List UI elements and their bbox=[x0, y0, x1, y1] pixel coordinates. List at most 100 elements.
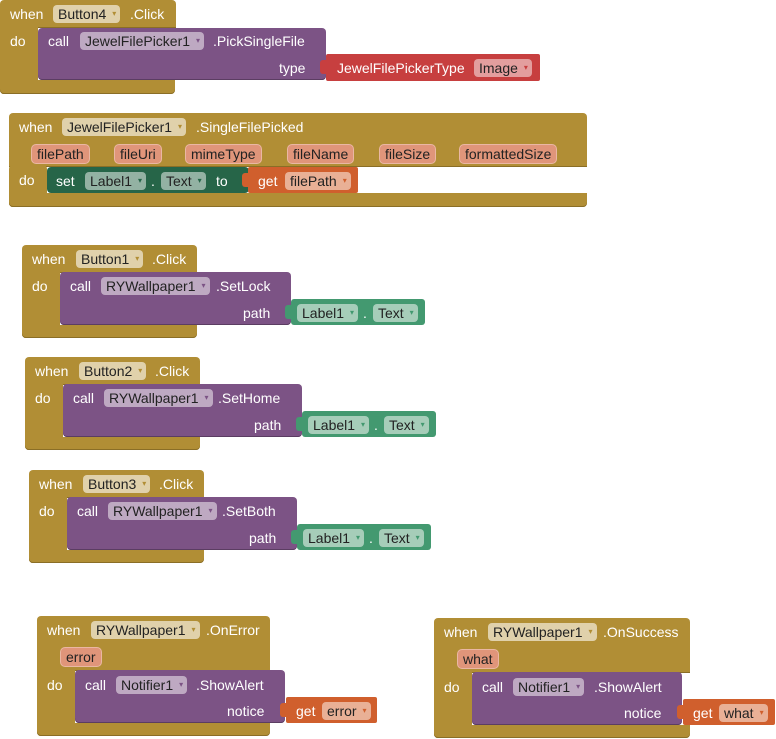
when-label: when bbox=[19, 119, 53, 135]
when-label: when bbox=[444, 624, 478, 640]
param-formatted-size[interactable]: formattedSize bbox=[459, 144, 558, 164]
event-name: .SingleFilePicked bbox=[196, 119, 304, 135]
connector-tab bbox=[280, 703, 286, 717]
chevron-down-icon: ▾ bbox=[191, 625, 196, 634]
event-footer bbox=[0, 80, 175, 94]
chevron-down-icon: ▾ bbox=[356, 533, 361, 542]
dot-separator: . bbox=[151, 173, 155, 189]
dot-separator: . bbox=[374, 417, 378, 433]
getter-property-dropdown[interactable]: Text▾ bbox=[384, 416, 429, 434]
do-label: do bbox=[10, 33, 26, 49]
chevron-down-icon: ▾ bbox=[759, 708, 764, 717]
call-label: call bbox=[77, 503, 99, 519]
chevron-down-icon: ▾ bbox=[142, 479, 147, 488]
param-error[interactable]: error bbox=[60, 647, 102, 667]
param-mime-type[interactable]: mimeType bbox=[185, 144, 262, 164]
helper-label: JewelFilePickerType bbox=[337, 60, 465, 76]
target-dropdown[interactable]: JewelFilePicker1▾ bbox=[80, 32, 205, 50]
call-label: call bbox=[85, 677, 107, 693]
chevron-down-icon: ▾ bbox=[179, 680, 184, 689]
method-name: .ShowAlert bbox=[594, 679, 662, 695]
chevron-down-icon: ▾ bbox=[178, 122, 183, 131]
connector-tab bbox=[285, 305, 291, 319]
arg-label: notice bbox=[227, 703, 265, 719]
event-name: .Click bbox=[130, 6, 165, 22]
call-label: call bbox=[48, 33, 70, 49]
arg-label: type bbox=[279, 60, 306, 76]
chevron-down-icon: ▾ bbox=[208, 506, 213, 515]
arg-label: notice bbox=[624, 705, 662, 721]
component-dropdown[interactable]: Button2▾ bbox=[79, 362, 147, 380]
getter-component-dropdown[interactable]: Label1▾ bbox=[303, 529, 365, 547]
chevron-down-icon: ▾ bbox=[138, 176, 143, 185]
connector-tab bbox=[291, 530, 297, 544]
component-dropdown[interactable]: Button4▾ bbox=[53, 5, 121, 23]
getter-component-dropdown[interactable]: Label1▾ bbox=[297, 304, 359, 322]
arg-label: path bbox=[243, 305, 271, 321]
setter-component-dropdown[interactable]: Label1▾ bbox=[85, 172, 147, 190]
event-name: .Click bbox=[155, 363, 190, 379]
chevron-down-icon: ▾ bbox=[588, 627, 593, 636]
chevron-down-icon: ▾ bbox=[576, 682, 581, 691]
event-footer bbox=[434, 725, 690, 738]
target-dropdown[interactable]: Notifier1▾ bbox=[116, 676, 188, 694]
component-dropdown[interactable]: RYWallpaper1▾ bbox=[91, 621, 200, 639]
arg-label: path bbox=[249, 530, 277, 546]
variable-dropdown[interactable]: what▾ bbox=[719, 704, 768, 722]
arg-label: path bbox=[254, 417, 282, 433]
chevron-down-icon: ▾ bbox=[112, 9, 117, 18]
component-dropdown[interactable]: RYWallpaper1▾ bbox=[488, 623, 597, 641]
target-dropdown[interactable]: RYWallpaper1▾ bbox=[104, 389, 213, 407]
setter-property-dropdown[interactable]: Text▾ bbox=[161, 172, 206, 190]
param-file-size[interactable]: fileSize bbox=[379, 144, 437, 164]
when-label: when bbox=[10, 6, 44, 22]
do-label: do bbox=[47, 677, 63, 693]
chevron-down-icon: ▾ bbox=[361, 420, 366, 429]
setter-block-label-text[interactable] bbox=[47, 167, 249, 193]
param-file-path[interactable]: filePath bbox=[31, 144, 90, 164]
call-label: call bbox=[73, 390, 95, 406]
param-what[interactable]: what bbox=[457, 649, 499, 669]
event-footer bbox=[9, 193, 587, 207]
chevron-down-icon: ▾ bbox=[201, 281, 206, 290]
connector-tab bbox=[320, 60, 326, 74]
event-name: .Click bbox=[152, 251, 187, 267]
connector-tab bbox=[677, 705, 683, 719]
event-footer bbox=[22, 325, 197, 338]
chevron-down-icon: ▾ bbox=[197, 176, 202, 185]
component-dropdown[interactable]: Button1▾ bbox=[76, 250, 144, 268]
getter-property-dropdown[interactable]: Text▾ bbox=[373, 304, 418, 322]
chevron-down-icon: ▾ bbox=[138, 366, 143, 375]
get-label: get bbox=[693, 705, 713, 721]
variable-dropdown[interactable]: error▾ bbox=[322, 702, 371, 720]
param-file-uri[interactable]: fileUri bbox=[114, 144, 162, 164]
connector-tab bbox=[242, 173, 248, 187]
to-label: to bbox=[216, 173, 228, 189]
do-label: do bbox=[444, 679, 460, 695]
chevron-down-icon: ▾ bbox=[135, 254, 140, 263]
method-name: .SetLock bbox=[216, 278, 271, 294]
chevron-down-icon: ▾ bbox=[342, 176, 347, 185]
target-dropdown[interactable]: RYWallpaper1▾ bbox=[101, 277, 210, 295]
chevron-down-icon: ▾ bbox=[523, 63, 528, 72]
chevron-down-icon: ▾ bbox=[362, 706, 367, 715]
chevron-down-icon: ▾ bbox=[204, 393, 209, 402]
component-dropdown[interactable]: Button3▾ bbox=[83, 475, 151, 493]
event-footer bbox=[25, 437, 200, 450]
variable-dropdown[interactable]: filePath▾ bbox=[285, 172, 351, 190]
param-file-name[interactable]: fileName bbox=[287, 144, 355, 164]
chevron-down-icon: ▾ bbox=[196, 36, 201, 45]
when-label: when bbox=[47, 622, 81, 638]
target-dropdown[interactable]: Notifier1▾ bbox=[513, 678, 585, 696]
do-label: do bbox=[39, 503, 55, 519]
component-dropdown[interactable]: JewelFilePicker1▾ bbox=[62, 118, 187, 136]
connector-tab bbox=[296, 417, 302, 431]
getter-component-dropdown[interactable]: Label1▾ bbox=[308, 416, 370, 434]
when-label: when bbox=[32, 251, 66, 267]
getter-property-dropdown[interactable]: Text▾ bbox=[379, 529, 424, 547]
method-name: .SetBoth bbox=[222, 503, 276, 519]
helper-value-dropdown[interactable]: Image▾ bbox=[474, 59, 532, 77]
get-label: get bbox=[258, 173, 278, 189]
target-dropdown[interactable]: RYWallpaper1▾ bbox=[108, 502, 217, 520]
set-label: set bbox=[56, 173, 75, 189]
